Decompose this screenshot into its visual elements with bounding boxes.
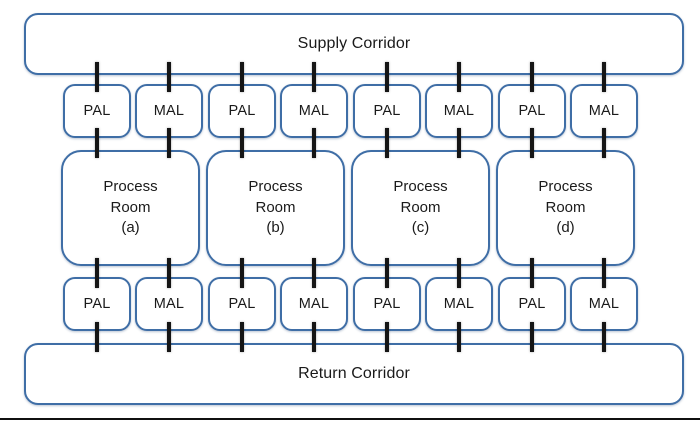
door-connector-upper-1 xyxy=(95,128,99,158)
process-room-line1: Process xyxy=(393,177,448,195)
door-connector-lower-4 xyxy=(312,258,316,288)
door-connector-supply-6 xyxy=(457,62,461,92)
airlock-label: MAL xyxy=(153,103,185,119)
door-connector-supply-2 xyxy=(167,62,171,92)
airlock-label: PAL xyxy=(228,103,256,119)
door-connector-supply-3 xyxy=(240,62,244,92)
door-connector-lower-1 xyxy=(95,258,99,288)
airlock-label: MAL xyxy=(153,296,185,312)
airlock-label: PAL xyxy=(373,296,401,312)
process-room-d: Process Room (d) xyxy=(496,150,635,266)
process-room-line1: Process xyxy=(538,177,593,195)
door-connector-return-1 xyxy=(95,322,99,352)
airlock-label: MAL xyxy=(588,103,620,119)
airlock-label: MAL xyxy=(298,103,330,119)
figure-bottom-rule xyxy=(0,418,700,420)
door-connector-upper-3 xyxy=(240,128,244,158)
airlock-top-6-mal: MAL xyxy=(425,84,493,138)
door-connector-supply-8 xyxy=(602,62,606,92)
door-connector-lower-2 xyxy=(167,258,171,288)
supply-corridor-box: Supply Corridor xyxy=(24,13,684,75)
door-connector-supply-1 xyxy=(95,62,99,92)
airlock-label: PAL xyxy=(83,103,111,119)
door-connector-lower-7 xyxy=(530,258,534,288)
door-connector-supply-5 xyxy=(385,62,389,92)
airlock-label: PAL xyxy=(83,296,111,312)
process-room-a: Process Room (a) xyxy=(61,150,200,266)
process-room-line2: Room xyxy=(400,198,441,216)
door-connector-upper-8 xyxy=(602,128,606,158)
process-room-b: Process Room (b) xyxy=(206,150,345,266)
door-connector-return-3 xyxy=(240,322,244,352)
process-room-c: Process Room (c) xyxy=(351,150,490,266)
door-connector-return-2 xyxy=(167,322,171,352)
door-connector-return-6 xyxy=(457,322,461,352)
airlock-label: MAL xyxy=(443,296,475,312)
airlock-label: MAL xyxy=(298,296,330,312)
door-connector-lower-5 xyxy=(385,258,389,288)
door-connector-return-7 xyxy=(530,322,534,352)
door-connector-upper-2 xyxy=(167,128,171,158)
door-connector-return-8 xyxy=(602,322,606,352)
airlock-label: MAL xyxy=(588,296,620,312)
door-connector-lower-6 xyxy=(457,258,461,288)
process-room-index: (a) xyxy=(121,219,140,237)
process-room-index: (d) xyxy=(556,219,575,237)
airlock-label: MAL xyxy=(443,103,475,119)
return-corridor-label: Return Corridor xyxy=(298,365,410,382)
airlock-label: PAL xyxy=(518,296,546,312)
airlock-top-5-pal: PAL xyxy=(353,84,421,138)
airlock-label: PAL xyxy=(373,103,401,119)
process-room-index: (b) xyxy=(266,219,285,237)
process-room-line2: Room xyxy=(545,198,586,216)
airlock-label: PAL xyxy=(518,103,546,119)
process-room-index: (c) xyxy=(411,219,430,237)
airlock-bottom-2-mal: MAL xyxy=(135,277,203,331)
door-connector-upper-7 xyxy=(530,128,534,158)
process-room-line2: Room xyxy=(255,198,296,216)
door-connector-upper-4 xyxy=(312,128,316,158)
door-connector-lower-8 xyxy=(602,258,606,288)
door-connector-return-5 xyxy=(385,322,389,352)
process-room-line1: Process xyxy=(248,177,303,195)
process-room-line1: Process xyxy=(103,177,158,195)
door-connector-return-4 xyxy=(312,322,316,352)
door-connector-upper-5 xyxy=(385,128,389,158)
process-room-line2: Room xyxy=(110,198,151,216)
supply-corridor-label: Supply Corridor xyxy=(297,35,411,52)
door-connector-supply-4 xyxy=(312,62,316,92)
return-corridor-box: Return Corridor xyxy=(24,343,684,405)
door-connector-supply-7 xyxy=(530,62,534,92)
airlock-label: PAL xyxy=(228,296,256,312)
door-connector-upper-6 xyxy=(457,128,461,158)
door-connector-lower-3 xyxy=(240,258,244,288)
